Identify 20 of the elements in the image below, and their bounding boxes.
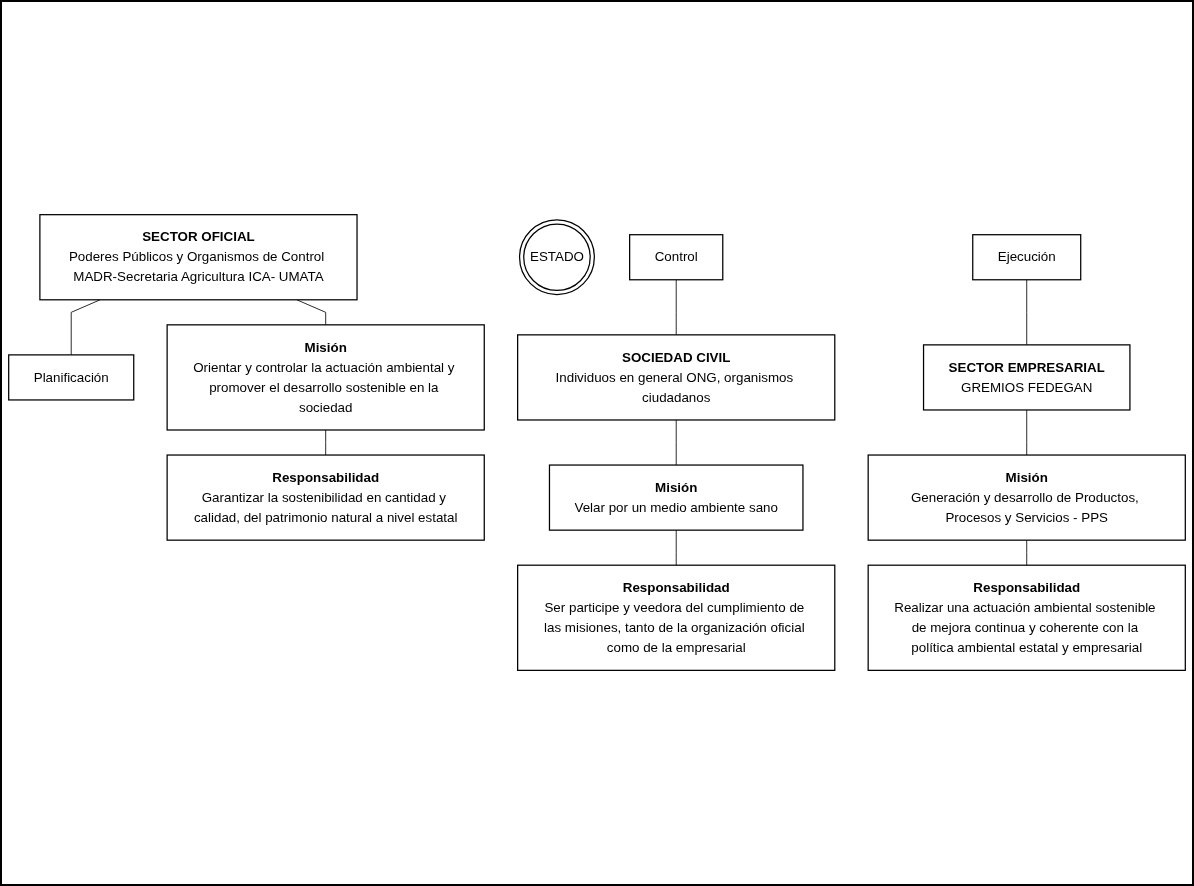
connector: [675, 279, 677, 336]
node-box: Misión Generación y desarrollo de Productos, Procesos y Servicios - PPS: [867, 454, 1186, 542]
connector: [325, 430, 327, 456]
node-box: Misión Orientar y controlar la actuación ambiental y promover el desarrollo sostenible en la sociedad: [166, 324, 485, 432]
node-box: Control: [629, 234, 724, 281]
node-box: Responsabilidad Garantizar la sostenibilidad en cantidad y calidad, del patrimonio natural a nivel estatal: [166, 454, 485, 542]
node-box: SOCIEDAD CIVIL Individuos en general ONG, organismos ciudadanos: [517, 334, 836, 422]
node-box: SECTOR EMPRESARIAL GREMIOS FEDEGAN: [922, 344, 1131, 412]
node-box: Misión Velar por un medio ambiente sano: [548, 464, 804, 532]
connector: [675, 420, 677, 466]
node-box: Planificación: [8, 354, 135, 402]
connector: [1026, 279, 1028, 346]
connector: [1026, 410, 1028, 456]
connector: [1026, 540, 1028, 567]
node-box: Ejecución: [972, 234, 1082, 281]
node-box: Responsabilidad Ser participe y veedora del cumplimiento de las misiones, tanto de la organización oficial como de la empresarial: [517, 565, 836, 672]
node-circle: ESTADO: [518, 219, 595, 296]
node-box: Responsabilidad Realizar una actuación ambiental sostenible de mejora continua y coherente con la política ambiental estatal y empresarial: [867, 565, 1186, 672]
connector: [675, 530, 677, 567]
node-box: SECTOR OFICIAL Poderes Públicos y Organismos de Control MADR-Secretaria Agricultura ICA- UMATA: [39, 214, 358, 301]
